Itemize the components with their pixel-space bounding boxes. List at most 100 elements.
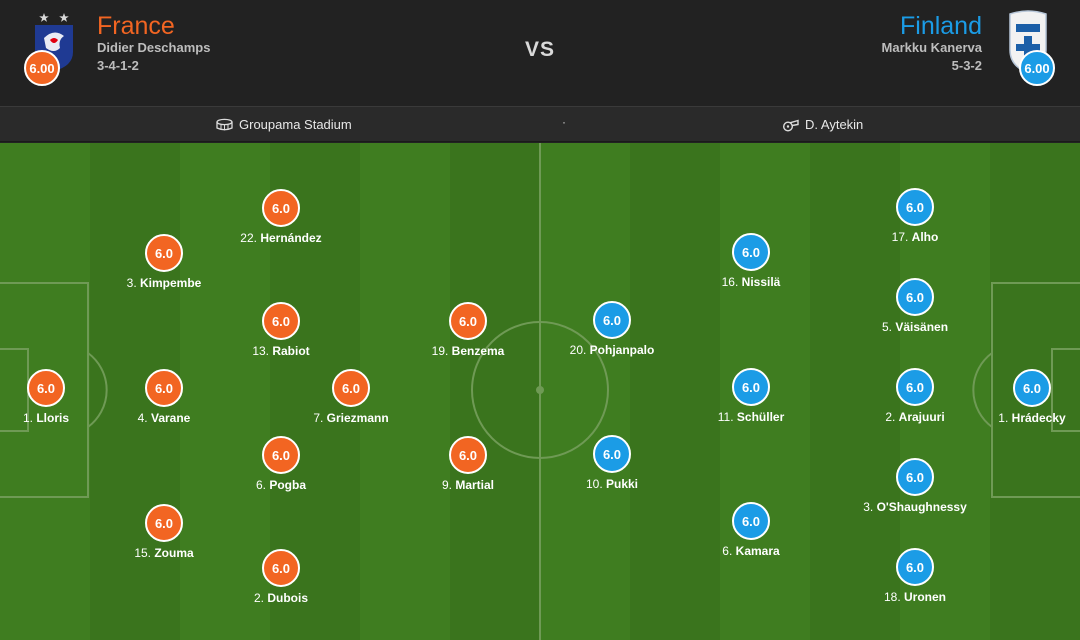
player-label: 5. Väisänen bbox=[835, 320, 995, 334]
player-name: O'Shaughnessy bbox=[876, 500, 967, 514]
player-number: 2. bbox=[885, 410, 896, 424]
player-rating: 6.0 bbox=[896, 188, 934, 226]
venue: Groupama Stadium bbox=[216, 117, 352, 132]
player-home-6[interactable]: 6.0 6. Pogba bbox=[201, 436, 361, 492]
player-number: 16. bbox=[721, 275, 739, 289]
match-header: 6.00 France Didier Deschamps 3-4-1-2 VS … bbox=[0, 0, 1080, 106]
player-rating: 6.0 bbox=[262, 189, 300, 227]
player-rating: 6.0 bbox=[732, 233, 770, 271]
away-team-name[interactable]: Finland bbox=[900, 12, 982, 40]
player-number: 20. bbox=[569, 343, 587, 357]
player-number: 13. bbox=[252, 344, 269, 358]
player-away-18[interactable]: 6.0 18. Uronen bbox=[835, 548, 995, 604]
player-number: 1. bbox=[22, 411, 33, 425]
player-name: Kamara bbox=[735, 544, 780, 558]
player-number: 3. bbox=[126, 276, 137, 290]
whistle-icon bbox=[782, 119, 799, 132]
player-label: 9. Martial bbox=[388, 478, 548, 492]
venue-name: Groupama Stadium bbox=[239, 117, 352, 132]
player-label: 18. Uronen bbox=[835, 590, 995, 604]
player-away-2[interactable]: 6.0 2. Arajuuri bbox=[835, 368, 995, 424]
player-away-3[interactable]: 6.0 3. O'Shaughnessy bbox=[835, 458, 995, 514]
player-name: Arajuuri bbox=[898, 410, 945, 424]
away-team-rating: 6.00 bbox=[1019, 50, 1055, 86]
player-name: Benzema bbox=[451, 344, 505, 358]
player-rating: 6.0 bbox=[1013, 369, 1051, 407]
player-label: 3. O'Shaughnessy bbox=[835, 500, 995, 514]
player-label: 13. Rabiot bbox=[201, 344, 361, 358]
player-label: 16. Nissilä bbox=[671, 275, 831, 289]
player-label: 22. Hernández bbox=[201, 231, 361, 245]
player-home-7[interactable]: 6.0 7. Griezmann bbox=[271, 369, 431, 425]
player-name: Varane bbox=[150, 411, 191, 425]
player-rating: 6.0 bbox=[262, 302, 300, 340]
player-number: 9. bbox=[441, 478, 452, 492]
player-number: 2. bbox=[253, 591, 264, 605]
player-label: 7. Griezmann bbox=[271, 411, 431, 425]
player-rating: 6.0 bbox=[896, 278, 934, 316]
referee: D. Aytekin bbox=[782, 117, 863, 132]
player-number: 17. bbox=[891, 230, 909, 244]
player-label: 2. Dubois bbox=[201, 591, 361, 605]
player-rating: 6.0 bbox=[332, 369, 370, 407]
player-number: 19. bbox=[431, 344, 449, 358]
away-formation: 5-3-2 bbox=[951, 58, 982, 73]
player-home-19[interactable]: 6.0 19. Benzema bbox=[388, 302, 548, 358]
player-name: Alho bbox=[911, 230, 939, 244]
player-number: 18. bbox=[883, 590, 901, 604]
player-home-22[interactable]: 6.0 22. Hernández bbox=[201, 189, 361, 245]
player-number: 22. bbox=[240, 231, 257, 245]
match-info-bar: Groupama Stadium · D. Aytekin bbox=[0, 106, 1080, 142]
player-home-2[interactable]: 6.0 2. Dubois bbox=[201, 549, 361, 605]
player-away-11[interactable]: 6.0 11. Schüller bbox=[671, 368, 831, 424]
player-label: 6. Pogba bbox=[201, 478, 361, 492]
info-separator: · bbox=[562, 115, 566, 129]
player-name: Zouma bbox=[154, 546, 194, 560]
player-number: 11. bbox=[717, 410, 734, 424]
player-label: 1. Lloris bbox=[0, 411, 126, 425]
player-home-3[interactable]: 6.0 3. Kimpembe bbox=[84, 234, 244, 290]
player-rating: 6.0 bbox=[732, 502, 770, 540]
player-home-9[interactable]: 6.0 9. Martial bbox=[388, 436, 548, 492]
player-away-20[interactable]: 6.0 20. Pohjanpalo bbox=[532, 301, 692, 357]
player-name: Lloris bbox=[36, 411, 70, 425]
player-rating: 6.0 bbox=[262, 436, 300, 474]
player-label: 1. Hrádecky bbox=[952, 411, 1080, 425]
player-away-10[interactable]: 6.0 10. Pukki bbox=[532, 435, 692, 491]
player-label: 17. Alho bbox=[835, 230, 995, 244]
player-rating: 6.0 bbox=[732, 368, 770, 406]
pitch-markings bbox=[0, 143, 1080, 640]
player-rating: 6.0 bbox=[145, 504, 183, 542]
home-team-name[interactable]: France bbox=[97, 12, 175, 40]
player-home-15[interactable]: 6.0 15. Zouma bbox=[84, 504, 244, 560]
player-label: 19. Benzema bbox=[388, 344, 548, 358]
player-number: 6. bbox=[255, 478, 266, 492]
player-label: 20. Pohjanpalo bbox=[532, 343, 692, 357]
player-rating: 6.0 bbox=[145, 234, 183, 272]
player-name: Schüller bbox=[736, 410, 785, 424]
player-rating: 6.0 bbox=[593, 435, 631, 473]
player-name: Hernández bbox=[260, 231, 322, 245]
home-formation: 3-4-1-2 bbox=[97, 58, 139, 73]
player-away-17[interactable]: 6.0 17. Alho bbox=[835, 188, 995, 244]
player-rating: 6.0 bbox=[593, 301, 631, 339]
player-home-1[interactable]: 6.0 1. Lloris bbox=[0, 369, 126, 425]
away-coach: Markku Kanerva bbox=[881, 40, 982, 55]
player-away-5[interactable]: 6.0 5. Väisänen bbox=[835, 278, 995, 334]
player-rating: 6.0 bbox=[896, 368, 934, 406]
player-name: Väisänen bbox=[895, 320, 949, 334]
player-rating: 6.0 bbox=[262, 549, 300, 587]
player-name: Dubois bbox=[267, 591, 309, 605]
player-home-4[interactable]: 6.0 4. Varane bbox=[84, 369, 244, 425]
home-coach: Didier Deschamps bbox=[97, 40, 211, 55]
player-rating: 6.0 bbox=[145, 369, 183, 407]
player-away-1[interactable]: 6.0 1. Hrádecky bbox=[952, 369, 1080, 425]
player-rating: 6.0 bbox=[449, 436, 487, 474]
player-name: Pohjanpalo bbox=[589, 343, 655, 357]
player-away-16[interactable]: 6.0 16. Nissilä bbox=[671, 233, 831, 289]
stadium-icon bbox=[216, 118, 233, 130]
player-home-13[interactable]: 6.0 13. Rabiot bbox=[201, 302, 361, 358]
player-away-6[interactable]: 6.0 6. Kamara bbox=[671, 502, 831, 558]
player-label: 6. Kamara bbox=[671, 544, 831, 558]
